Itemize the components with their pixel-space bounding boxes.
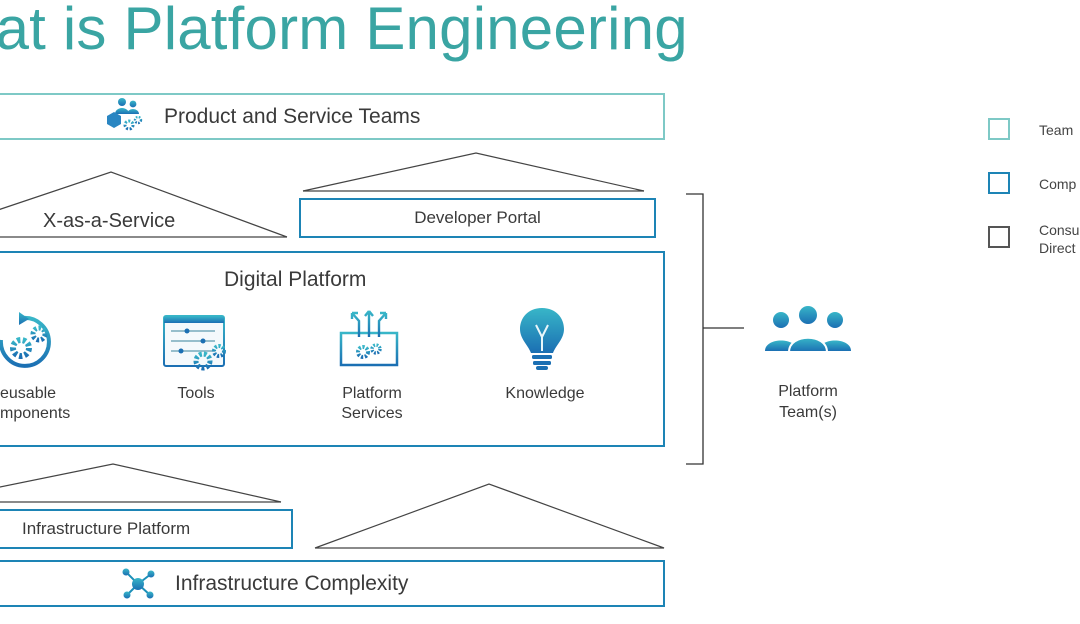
page-title: hat is Platform Engineering: [0, 0, 688, 62]
xaas-label: X-as-a-Service: [43, 210, 176, 232]
knowledge-label: Knowledge: [505, 385, 585, 402]
product-teams-icon: [107, 98, 143, 131]
infrastructure-complexity-label: Infrastructure Complexity: [175, 572, 409, 595]
infrastructure-platform-label: Infrastructure Platform: [22, 519, 191, 538]
developer-portal-box: [299, 198, 656, 238]
lightbulb-icon: [520, 308, 564, 370]
reusable-components-label-2: mponents: [0, 405, 71, 422]
reusable-components-label-1: eusable: [0, 385, 57, 402]
infrastructure-platform-box: [0, 509, 293, 549]
infrastructure-complexity-box: [0, 560, 665, 607]
legend-label-consu-1: Consu: [1039, 222, 1080, 238]
platform-services-icon: [336, 310, 402, 369]
platform-team-label-2: Team(s): [779, 404, 837, 421]
team-people-icon: [765, 306, 851, 353]
platform-services-label-1: Platform: [342, 385, 402, 402]
product-teams-label: Product and Service Teams: [164, 105, 421, 128]
legend-swatch-consu: [988, 226, 1010, 248]
reusable-components-icon: [0, 312, 51, 368]
platform-services-label-2: Services: [341, 405, 403, 422]
legend-swatch-comp: [988, 172, 1010, 194]
digital-platform-label: Digital Platform: [224, 268, 367, 291]
network-icon: [122, 568, 155, 599]
legend-label-comp: Comp: [1039, 176, 1077, 192]
legend-swatch-team: [988, 118, 1010, 140]
tools-icon: [163, 315, 226, 371]
legend-label-consu-2: Direct: [1039, 240, 1076, 256]
tools-label: Tools: [177, 385, 215, 402]
developer-portal-label: Developer Portal: [414, 208, 541, 227]
legend-label-team: Team: [1039, 122, 1074, 138]
platform-team-label-1: Platform: [778, 383, 838, 400]
